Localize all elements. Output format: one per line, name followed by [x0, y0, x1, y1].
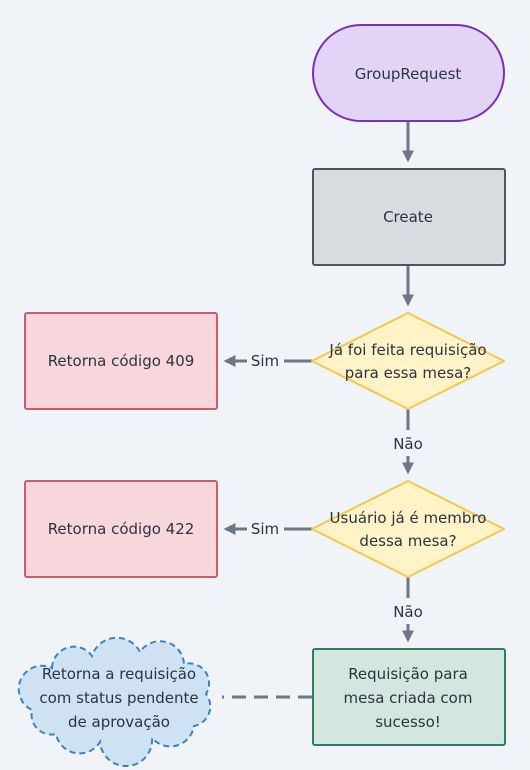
- create-shape: [312, 168, 506, 266]
- success-label-line-3: sucesso!: [375, 713, 441, 731]
- node-success: Requisição para mesa criada com sucesso!: [312, 648, 506, 746]
- success-label-line-2: mesa criada com: [344, 689, 473, 707]
- decision-2-label-line-2: dessa mesa?: [359, 532, 456, 550]
- decision-1-label-line-2: para essa mesa?: [345, 364, 471, 382]
- decision-1-label-line-1: Já foi feita requisição: [328, 341, 486, 359]
- edge-label-yes-1: Sim: [251, 352, 279, 370]
- edge-label-no-2: Não: [393, 603, 423, 621]
- error-409-shape: [24, 312, 218, 410]
- error-422-shape: [24, 480, 218, 578]
- start-shape: [312, 24, 505, 122]
- create-label: Create: [383, 208, 433, 226]
- node-decision-1: Já foi feita requisição para essa mesa?: [311, 312, 505, 410]
- edges: Sim Não Sim Não: [222, 122, 423, 699]
- node-create: Create: [312, 168, 506, 266]
- edge-label-yes-2: Sim: [251, 520, 279, 538]
- note-label-line-2: com status pendente: [39, 689, 198, 707]
- error-409-label: Retorna código 409: [48, 352, 195, 370]
- edge-label-no-1: Não: [393, 435, 423, 453]
- note-cloud-shape: [17, 636, 212, 767]
- success-shape: [312, 648, 506, 746]
- start-label: GroupRequest: [355, 65, 462, 83]
- node-start: GroupRequest: [312, 24, 505, 122]
- note-label-line-1: Retorna a requisição: [42, 665, 196, 683]
- node-note: Retorna a requisição com status pendente…: [17, 636, 212, 767]
- error-422-label: Retorna código 422: [48, 520, 195, 538]
- decision-1-shape: [311, 312, 505, 410]
- node-error-422: Retorna código 422: [24, 480, 218, 578]
- note-label-line-3: de aprovação: [68, 713, 170, 731]
- node-decision-2: Usuário já é membro dessa mesa?: [311, 480, 505, 578]
- decision-2-label-line-1: Usuário já é membro: [330, 509, 487, 527]
- success-label-line-1: Requisição para: [348, 665, 468, 683]
- decision-2-shape: [311, 480, 505, 578]
- node-error-409: Retorna código 409: [24, 312, 218, 410]
